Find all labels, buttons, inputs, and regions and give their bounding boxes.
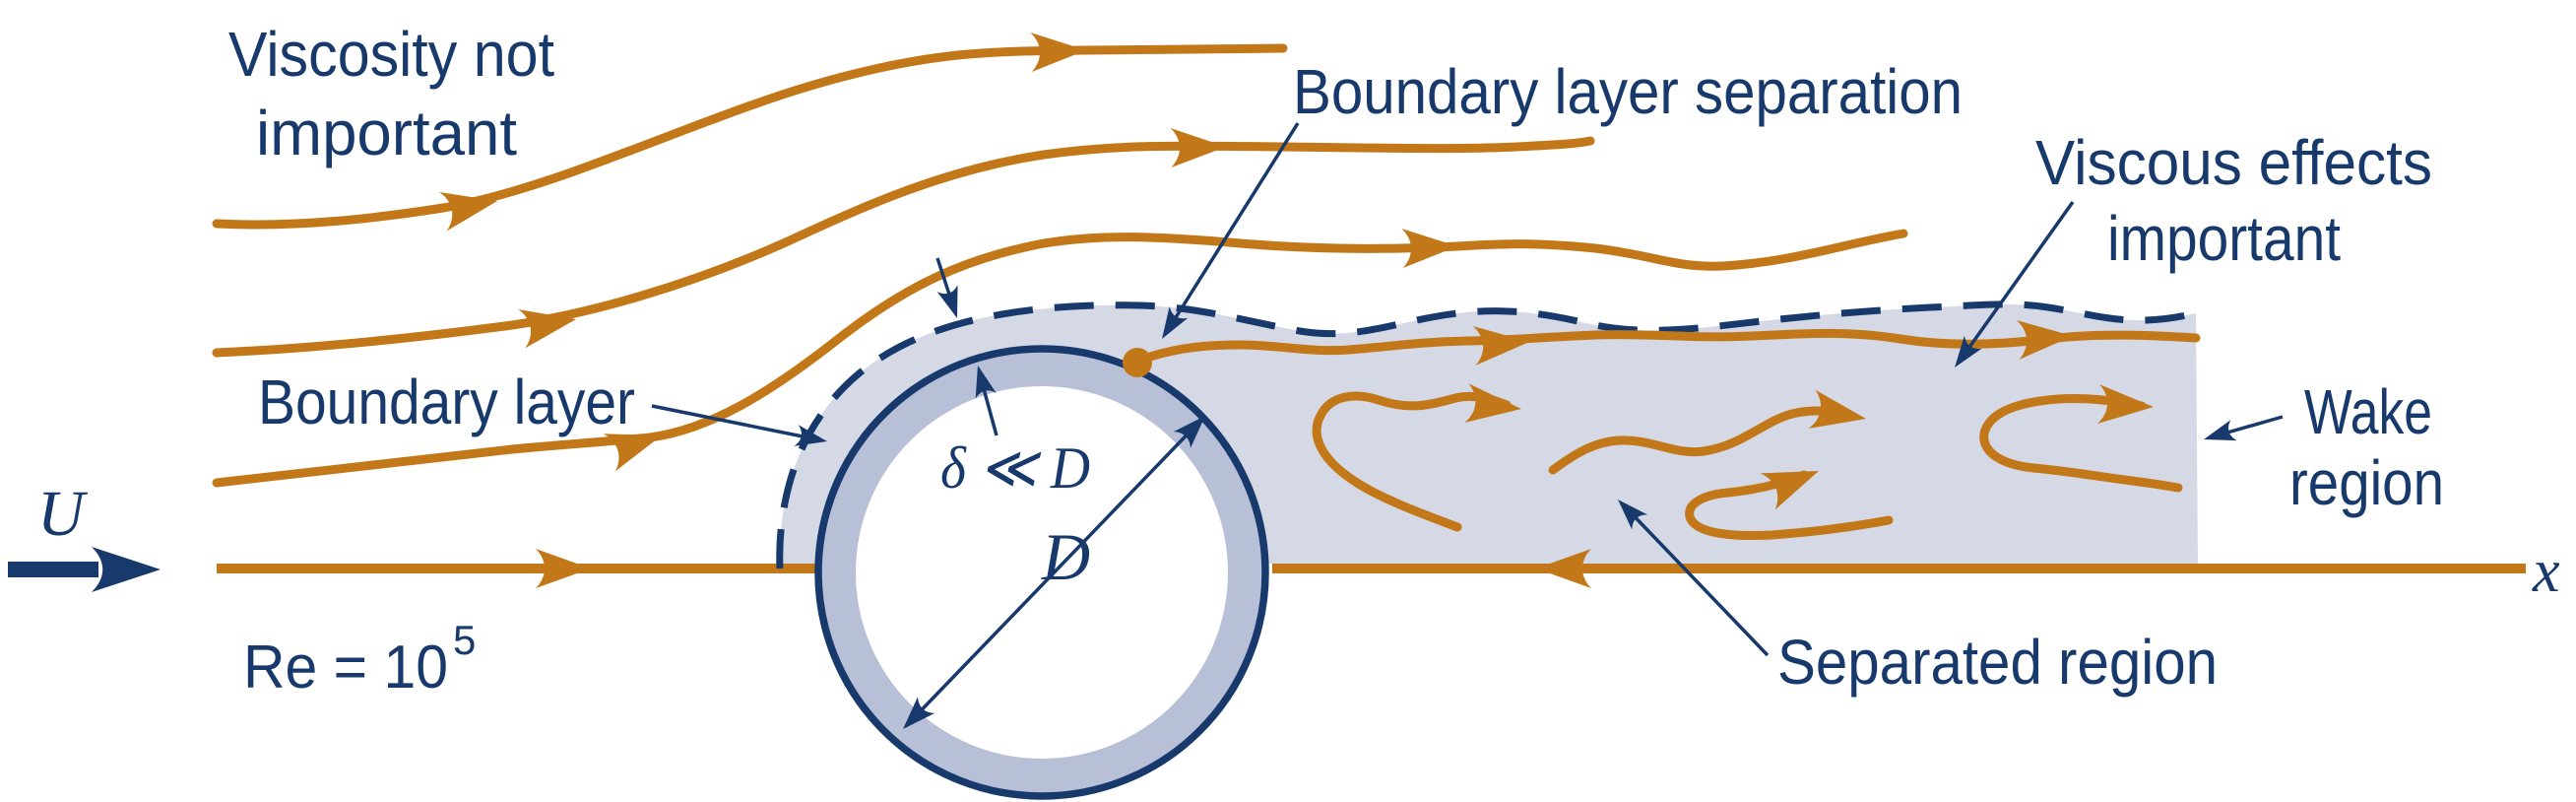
cylinder-inner — [856, 386, 1228, 759]
label-viscous-effects-line2: important — [2107, 203, 2341, 274]
streamline-arrowheads — [439, 32, 2154, 588]
separation-point-dot — [1123, 348, 1152, 377]
label-viscosity-not-important-line2: important — [256, 98, 517, 168]
label-reynolds-number: Re = 10 — [243, 634, 448, 702]
freestream-velocity-arrow — [8, 547, 161, 592]
eddy-4 — [1979, 393, 2183, 493]
label-reynolds-exponent: 5 — [453, 617, 476, 663]
streamline-1 — [212, 43, 1288, 230]
eddy-2 — [1548, 406, 1856, 475]
streamline-separated — [1145, 328, 2201, 362]
label-boundary-layer-separation: Boundary layer separation — [1293, 56, 1963, 127]
streamline-3 — [212, 229, 1908, 488]
label-x-axis: x — [2532, 538, 2560, 605]
diameter-arrow — [903, 416, 1205, 729]
label-separated-region: Separated region — [1777, 627, 2218, 698]
label-delta-much-less-than-d: δ ≪ D — [940, 435, 1090, 501]
label-viscous-effects-line1: Viscous effects — [2035, 127, 2432, 198]
label-boundary-layer: Boundary layer — [258, 367, 635, 437]
annotation-arrows — [651, 122, 2284, 657]
boundary-layer-edge-dashed — [776, 301, 2197, 569]
label-viscosity-not-important-line1: Viscosity not — [228, 19, 554, 90]
label-wake-region-line2: region — [2289, 447, 2444, 518]
eddy-3 — [1685, 470, 1894, 541]
eddy-1 — [1312, 391, 1512, 532]
label-velocity-u: U — [37, 478, 89, 550]
label-diameter-d: D — [1041, 519, 1090, 594]
label-wake-region-line1: Wake — [2304, 376, 2432, 447]
streamline-2 — [212, 136, 1595, 358]
